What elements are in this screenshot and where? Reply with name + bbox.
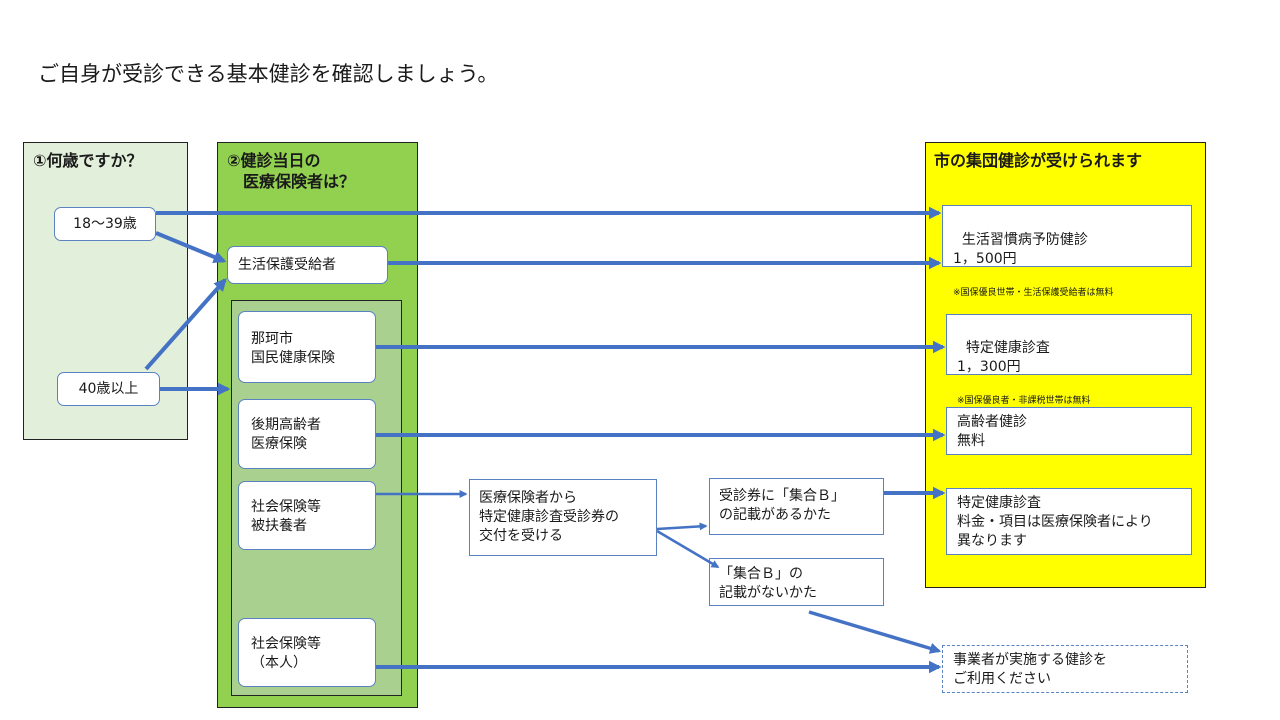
voucher-with-b-box: 受診券に「集合Ｂ」 の記載があるかた [709,478,884,535]
late-elderly-insurance-box: 後期高齢者 医療保険 [238,399,376,469]
naka-national-insurance-box: 那珂市 国民健康保険 [238,311,376,383]
age-40-plus-box: 40歳以上 [57,372,160,406]
specific-checkup-naka-note: ※国保優良者・非課税世帯は無料 [957,396,1091,406]
welfare-recipient-box: 生活保護受給者 [227,246,388,284]
specific-checkup-naka-text: 特定健康診査 1，300円 [957,340,1050,375]
lifestyle-checkup-note: ※国保優良世帯・生活保護受給者は無料 [953,288,1114,298]
arrow-40-to-welfare [144,278,227,371]
arrow-receive-to-without-b [656,529,720,569]
result-heading: 市の集団健診が受けられます [934,151,1143,170]
age-question-heading: ①何歳ですか？ [33,151,143,170]
receive-voucher-box: 医療保険者から 特定健康診査受診券の 交付を受ける [469,479,657,556]
arrow-without-b-to-employer [808,610,942,654]
employer-checkup-box: 事業者が実施する健診を ご利用ください [942,645,1188,693]
lifestyle-checkup-text: 生活習慣病予防健診 1，500円 [953,232,1088,267]
age-18-39-box: 18～39歳 [54,207,156,241]
voucher-without-b-box: 「集合Ｂ」の 記載がないかた [709,558,884,606]
elderly-checkup-box: 高齢者健診 無料 [946,407,1192,455]
specific-checkup-other-box: 特定健康診査 料金・項目は医療保険者により 異なります [946,488,1192,555]
specific-checkup-naka-box: 特定健康診査 1，300円 ※国保優良者・非課税世帯は無料 [946,314,1192,406]
social-insurance-dependent-box: 社会保険等 被扶養者 [238,481,376,550]
arrow-18-39-to-welfare [155,231,227,264]
social-insurance-self-box: 社会保険等 （本人） [238,618,376,687]
insurer-question-heading: ②健診当日の 医療保険者は？ [227,151,356,191]
page-title: ご自身が受診できる基本健診を確認しましょう。 [38,62,499,86]
lifestyle-disease-checkup-box: 生活習慣病予防健診 1，500円 ※国保優良世帯・生活保護受給者は無料 [942,205,1192,298]
arrow-receive-to-with-b [656,522,708,531]
